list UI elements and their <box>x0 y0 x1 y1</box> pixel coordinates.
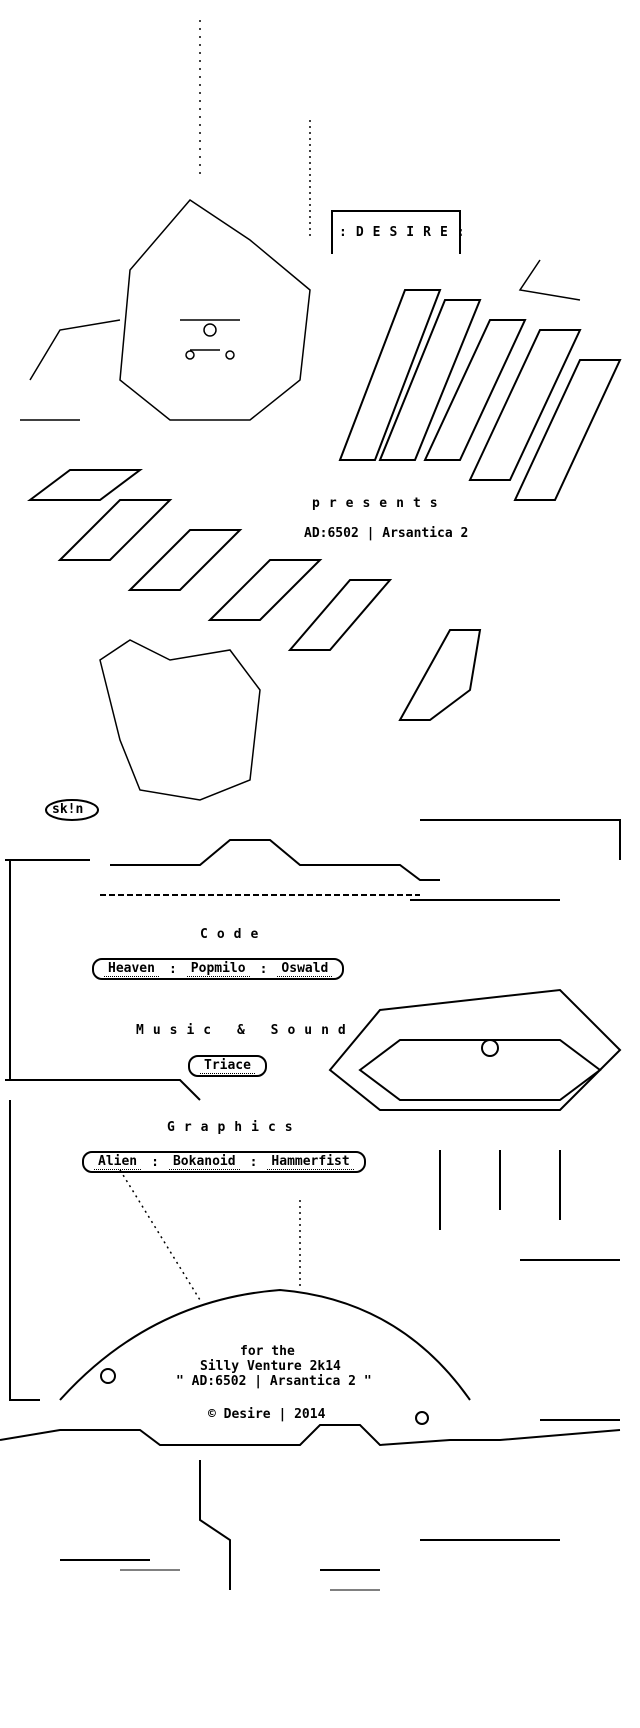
creature-art <box>20 20 581 1301</box>
skin-tag-frame <box>45 799 99 821</box>
desire-logo-box: :DESIRE: <box>331 210 474 254</box>
credit-name: Hammerfist <box>267 1154 354 1170</box>
credit-role-graphics: Graphics <box>167 1120 302 1135</box>
credit-name: Bokanoid <box>168 1154 240 1170</box>
landscape-lines <box>0 819 621 1591</box>
credit-name: Triace <box>200 1058 255 1074</box>
credit-names-code: Heaven: Popmilo: Oswald <box>92 958 345 980</box>
credit-names-graphics: Alien: Bokanoid: Hammerfist <box>82 1151 366 1173</box>
spaceship-art <box>328 988 622 1421</box>
production-title: AD:6502 | Arsantica 2 <box>304 526 469 541</box>
footer-line-3: " AD:6502 | Arsantica 2 " <box>176 1374 372 1389</box>
credit-role-music: Music & Sound <box>136 1023 355 1038</box>
desire-logo-text: :DESIRE: <box>339 225 474 240</box>
credit-role-code: Code <box>200 927 268 942</box>
credit-names-music: Triace <box>188 1055 267 1077</box>
credit-name: Oswald <box>277 961 333 977</box>
group-tag: sk!n <box>52 802 84 817</box>
presents-text: presents <box>312 496 447 511</box>
credit-name: Popmilo <box>186 961 250 977</box>
footer-line-1: for the <box>240 1344 295 1359</box>
footer-copyright: © Desire | 2014 <box>208 1407 326 1422</box>
credit-name: Heaven <box>104 961 159 977</box>
credit-name: Alien <box>94 1154 142 1170</box>
desire-logo-art <box>27 289 622 721</box>
footer-line-2: Silly Venture 2k14 <box>200 1359 341 1374</box>
